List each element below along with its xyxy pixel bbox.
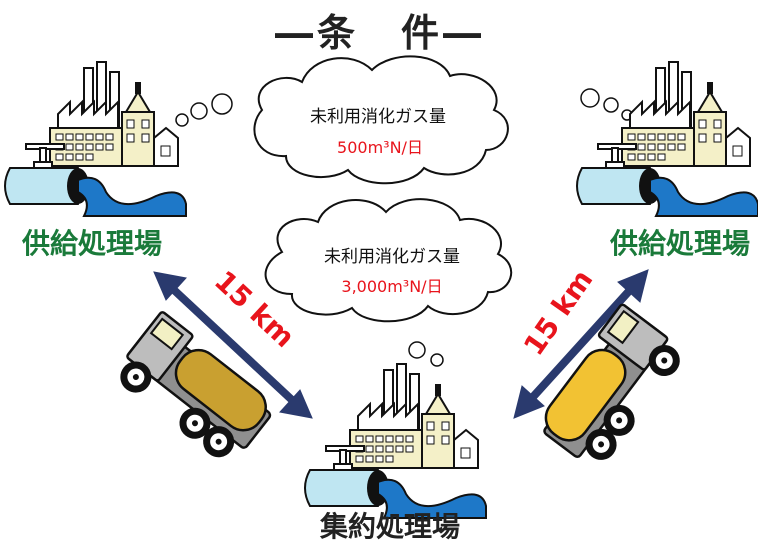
tanker-truck-left-icon <box>113 311 280 466</box>
supply-plant-left-icon <box>4 61 187 217</box>
cloud2-label: 未利用消化ガス量 <box>324 247 460 267</box>
cloud2-value: 3,000m³N/日 <box>341 277 442 296</box>
cloud1-value: 500m³N/日 <box>337 138 423 157</box>
supply-plant-right-icon <box>576 61 758 217</box>
cloud-unused-gas-central <box>264 198 512 323</box>
distance-right-label: 15 km <box>517 264 599 362</box>
cloud-unused-gas-supply <box>253 55 509 185</box>
diagram-title: ―条 件― <box>275 11 485 55</box>
distance-arrow-right <box>513 269 649 419</box>
central-plant-icon <box>304 363 487 519</box>
distance-arrow-left <box>153 271 313 419</box>
supply-plant-right-label: 供給処理場 <box>609 227 750 260</box>
central-plant-label: 集約処理場 <box>319 510 460 543</box>
supply-plant-left-label: 供給処理場 <box>21 227 162 260</box>
cloud1-label: 未利用消化ガス量 <box>310 107 446 127</box>
